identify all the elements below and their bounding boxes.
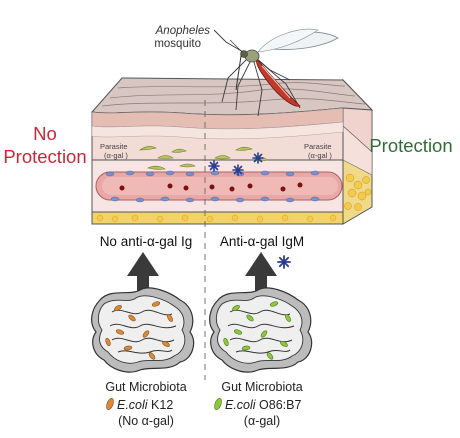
left-up-arrow [127,252,159,292]
mosquito-common-label: mosquito [154,38,201,50]
left-strain-label: E.coli K12 [117,398,173,412]
parasites-left [139,146,196,170]
protection-label: Protection [369,135,452,156]
parasite-label-left-agal: (α-gal ) [104,151,128,160]
right-up-arrow [245,252,277,292]
parasite-label-right: Parasite [304,142,332,151]
fat-cells-front [96,214,337,223]
left-bacteria-legend-icon [106,397,114,411]
blood-vessel [95,171,343,201]
right-strain-note: (α-gal) [244,414,280,428]
no-protection-label-line2: Protection [3,146,86,167]
mosquito-icon [213,28,339,117]
right-strain-label: E.coli O86:B7 [225,398,301,412]
no-protection-label-line1: No [33,123,57,144]
left-microbiota-title: Gut Microbiota [105,380,186,394]
right-antibody-label: Anti-α-gal IgM [220,234,304,249]
right-microbiota-title: Gut Microbiota [221,380,302,394]
gut-microbiota-left [91,287,195,373]
igm-antibody-icon [277,255,291,269]
left-antibody-label: No anti-α-gal Ig [100,234,193,249]
left-strain-note: (No α-gal) [118,414,174,428]
skin-surface-lines [101,82,366,107]
skin-tissue-block: Parasite (α-gal ) Parasite (α-gal ) [91,77,374,225]
igm-antibodies-tissue [208,152,264,176]
endothelial-cells [105,170,320,203]
parasite-label-right-agal: (α-gal ) [308,151,332,160]
mosquito-genus-label: Anopheles [155,25,211,37]
right-bacteria-legend-icon [214,397,222,411]
fat-cells-side [344,173,372,211]
red-blood-cells [119,182,303,192]
gut-microbiota-right [209,287,313,373]
parasite-label-left: Parasite [100,142,128,151]
